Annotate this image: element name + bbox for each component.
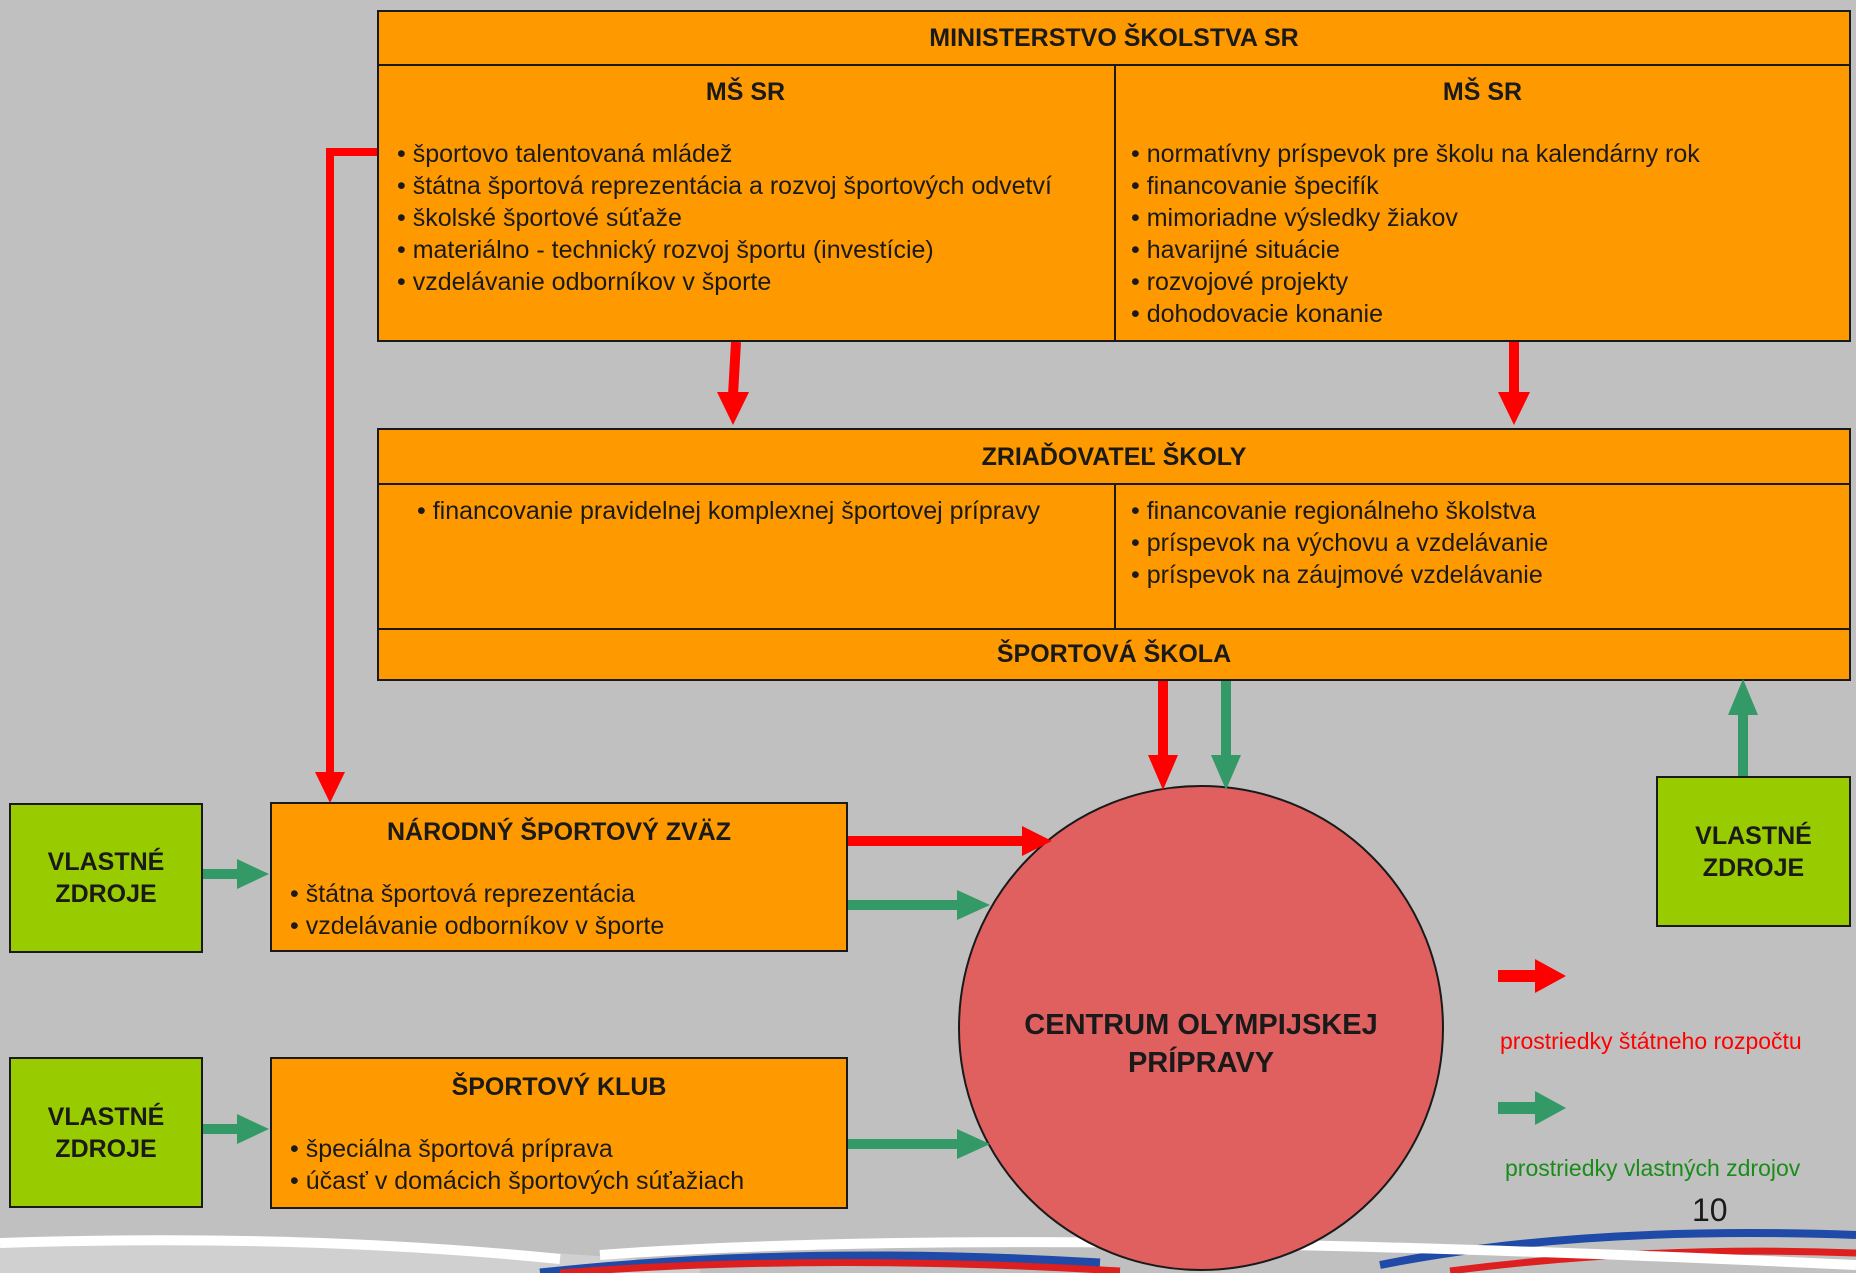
list-item: dohodovacie konanie	[1131, 298, 1700, 330]
list-item: havarijné situácie	[1131, 234, 1700, 266]
list-item: príspevok na výchovu a vzdelávanie	[1131, 527, 1549, 559]
sportovy-klub-box: ŠPORTOVÝ KLUB špeciálna športová príprav…	[270, 1057, 848, 1209]
legend-state-budget: prostriedky štátneho rozpočtu	[1500, 1028, 1802, 1054]
sportovy-klub-list: špeciálna športová príprava účasť v domá…	[290, 1133, 744, 1197]
list-item: vzdelávanie odborníkov v športe	[397, 266, 1052, 298]
list-item: štátna športová reprezentácia a rozvoj š…	[397, 170, 1052, 202]
zriadovatel-divider-v	[1114, 483, 1116, 628]
vlastne-zdroje-line2: ZDROJE	[1702, 853, 1805, 882]
narodny-zvaz-box: NÁRODNÝ ŠPORTOVÝ ZVÄZ štátna športová re…	[270, 802, 848, 952]
list-item: príspevok na záujmové vzdelávanie	[1131, 559, 1548, 591]
zriadovatel-divider-footer	[379, 628, 1849, 630]
own-resources-arrowhead	[957, 890, 990, 920]
ms-sr-right-title: MŠ SR	[1442, 78, 1523, 106]
list-item: materiálno - technický rozvoj športu (in…	[397, 234, 1052, 266]
ministerstvo-box: MINISTERSTVO ŠKOLSTVA SR MŠ SR MŠ SR špo…	[377, 10, 1851, 342]
page-number: 10	[1692, 1192, 1728, 1228]
own-resources-arrowhead	[237, 859, 269, 889]
list-item: vzdelávanie odborníkov v športe	[290, 910, 665, 942]
legend-state-arrowhead	[1535, 959, 1566, 993]
decorative-swoosh	[0, 1229, 1856, 1273]
list-item: školské športové súťaže	[397, 202, 1052, 234]
vlastne-zdroje-line2: ZDROJE	[55, 1134, 157, 1163]
vlastne-zdroje-line1: VLASTNÉ	[47, 848, 165, 876]
zriadovatel-left-list: financovanie pravidelnej komplexnej špor…	[417, 495, 1040, 527]
centrum-circle	[958, 785, 1444, 1271]
legend-own-arrowhead	[1535, 1091, 1566, 1125]
sportovy-klub-title: ŠPORTOVÝ KLUB	[451, 1073, 667, 1101]
zriadovatel-title: ZRIAĎOVATEĽ ŠKOLY	[981, 443, 1247, 471]
vlastne-zdroje-line2: ZDROJE	[55, 880, 157, 908]
list-item: financovanie špecifík	[1131, 170, 1700, 202]
narodny-zvaz-title: NÁRODNÝ ŠPORTOVÝ ZVÄZ	[386, 818, 732, 846]
vlastne-zdroje-box-2: VLASTNÉ ZDROJE	[9, 1057, 203, 1208]
zriadovatel-box: ZRIAĎOVATEĽ ŠKOLY financovanie pravideln…	[377, 428, 1851, 681]
state-budget-arrowhead	[1022, 826, 1052, 856]
centrum-line1: CENTRUM OLYMPIJSKEJ	[1024, 1009, 1378, 1041]
ms-sr-left-title: MŠ SR	[705, 78, 786, 106]
ms-sr-right-list: normatívny príspevok pre školu na kalend…	[1131, 138, 1700, 330]
state-budget-arrowhead	[315, 772, 345, 803]
state-budget-connector	[326, 148, 377, 775]
narodny-zvaz-list: štátna športová reprezentácia vzdelávani…	[290, 878, 665, 942]
list-item: športovo talentovaná mládež	[397, 138, 1052, 170]
list-item: štátna športová reprezentácia	[290, 878, 664, 910]
state-budget-arrowhead	[1498, 392, 1530, 425]
state-budget-arrowhead	[1148, 755, 1178, 790]
state-budget-arrowhead	[717, 392, 749, 425]
sportova-skola-title: ŠPORTOVÁ ŠKOLA	[996, 640, 1232, 668]
list-item: financovanie pravidelnej komplexnej špor…	[417, 495, 1040, 527]
vlastne-zdroje-box-1: VLASTNÉ ZDROJE	[9, 803, 203, 953]
own-resources-arrowhead	[957, 1129, 990, 1159]
list-item: mimoriadne výsledky žiakov	[1131, 202, 1700, 234]
own-resources-arrowhead	[237, 1114, 269, 1144]
vlastne-zdroje-line1: VLASTNÉ	[1695, 821, 1812, 850]
own-resources-arrowhead	[1728, 679, 1758, 715]
zriadovatel-right-list: financovanie regionálneho školstva prísp…	[1131, 495, 1549, 591]
centrum-line2: PRÍPRAVY	[1127, 1047, 1275, 1079]
list-item: financovanie regionálneho školstva	[1131, 495, 1548, 527]
vlastne-zdroje-box-3: VLASTNÉ ZDROJE	[1656, 776, 1851, 927]
own-resources-arrowhead	[1211, 755, 1241, 790]
list-item: účasť v domácich športových súťažiach	[290, 1165, 744, 1197]
vlastne-zdroje-line1: VLASTNÉ	[47, 1102, 165, 1131]
centrum-label: CENTRUM OLYMPIJSKEJ PRÍPRAVY	[960, 1006, 1442, 1082]
state-budget-arrow	[728, 341, 741, 396]
ms-sr-left-list: športovo talentovaná mládež štátna šport…	[397, 138, 1052, 298]
list-item: rozvojové projekty	[1131, 266, 1700, 298]
ministerstvo-title: MINISTERSTVO ŠKOLSTVA SR	[929, 24, 1299, 52]
list-item: špeciálna športová príprava	[290, 1133, 744, 1165]
list-item: normatívny príspevok pre školu na kalend…	[1131, 138, 1700, 170]
legend-own-resources: prostriedky vlastných zdrojov	[1505, 1155, 1801, 1181]
ministerstvo-divider-v	[1114, 64, 1116, 340]
